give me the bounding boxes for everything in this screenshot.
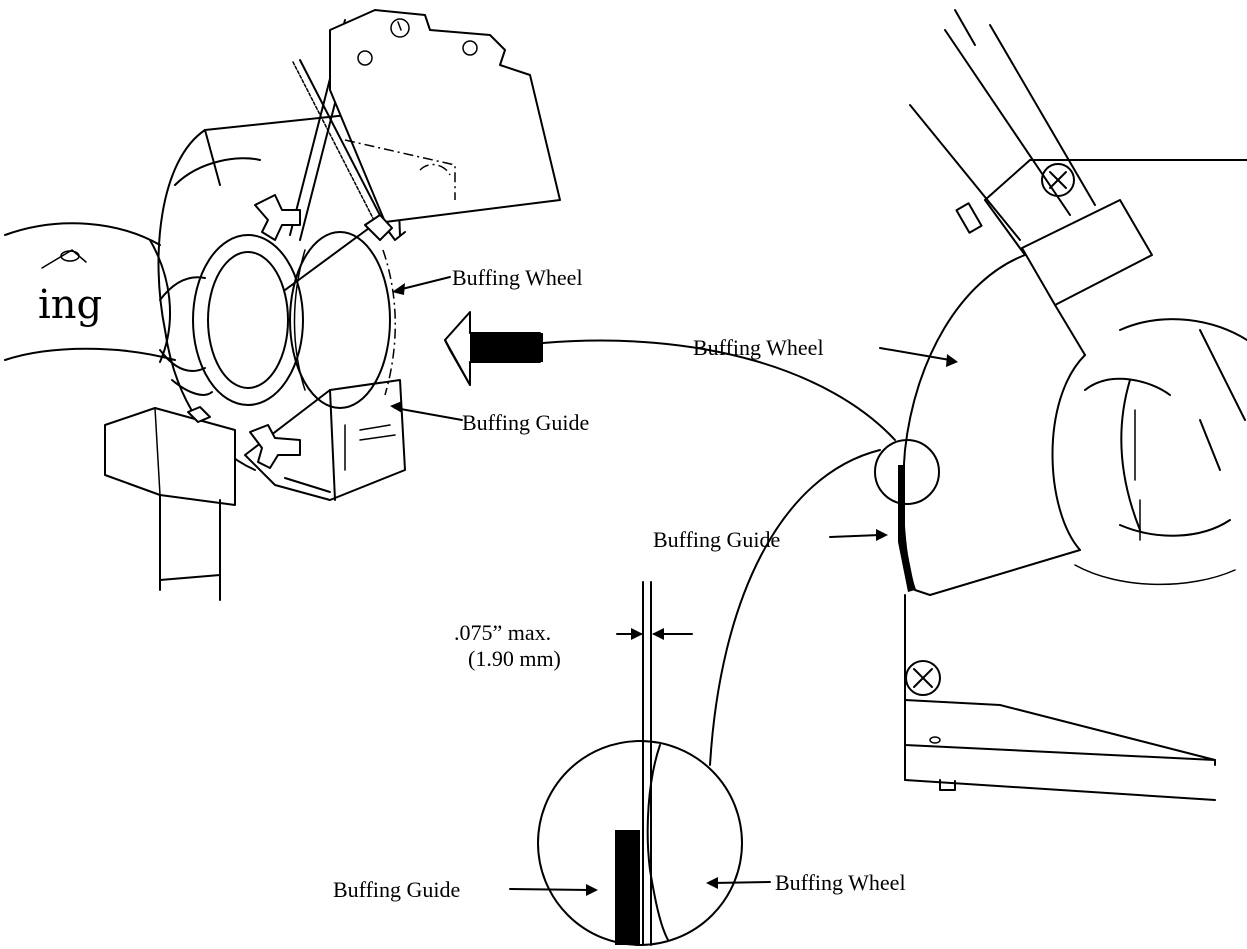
detail-buffing-guide-label: Buffing Guide bbox=[333, 877, 460, 902]
detail-buffing-wheel-callout: Buffing Wheel bbox=[706, 870, 906, 895]
right-grinder-drawing bbox=[874, 9, 1247, 801]
gap-value-label: .075” max. bbox=[454, 620, 551, 645]
right-buffing-wheel-label: Buffing Wheel bbox=[693, 335, 824, 360]
left-buffing-wheel-callout: Buffing Wheel bbox=[392, 265, 583, 295]
direction-arrow bbox=[444, 311, 543, 386]
left-buffing-wheel-label: Buffing Wheel bbox=[452, 265, 583, 290]
left-buffing-guide-callout: Buffing Guide bbox=[390, 401, 589, 435]
machine-logo-text: ing bbox=[38, 282, 102, 328]
connector-curve-bottom bbox=[709, 449, 881, 766]
gap-metric-label: (1.90 mm) bbox=[468, 646, 561, 671]
detail-buffing-guide-callout: Buffing Guide bbox=[333, 877, 598, 902]
connector-curve-top bbox=[542, 339, 896, 441]
detail-buffing-wheel-label: Buffing Wheel bbox=[775, 870, 906, 895]
right-buffing-guide-label: Buffing Guide bbox=[653, 527, 780, 552]
left-grinder-drawing: ing bbox=[4, 9, 561, 601]
left-buffing-guide-label: Buffing Guide bbox=[462, 410, 589, 435]
detail-magnified-view: .075” max. (1.90 mm) bbox=[454, 581, 743, 946]
right-buffing-guide-callout: Buffing Guide bbox=[653, 527, 888, 552]
right-buffing-wheel-callout: Buffing Wheel bbox=[693, 335, 958, 367]
